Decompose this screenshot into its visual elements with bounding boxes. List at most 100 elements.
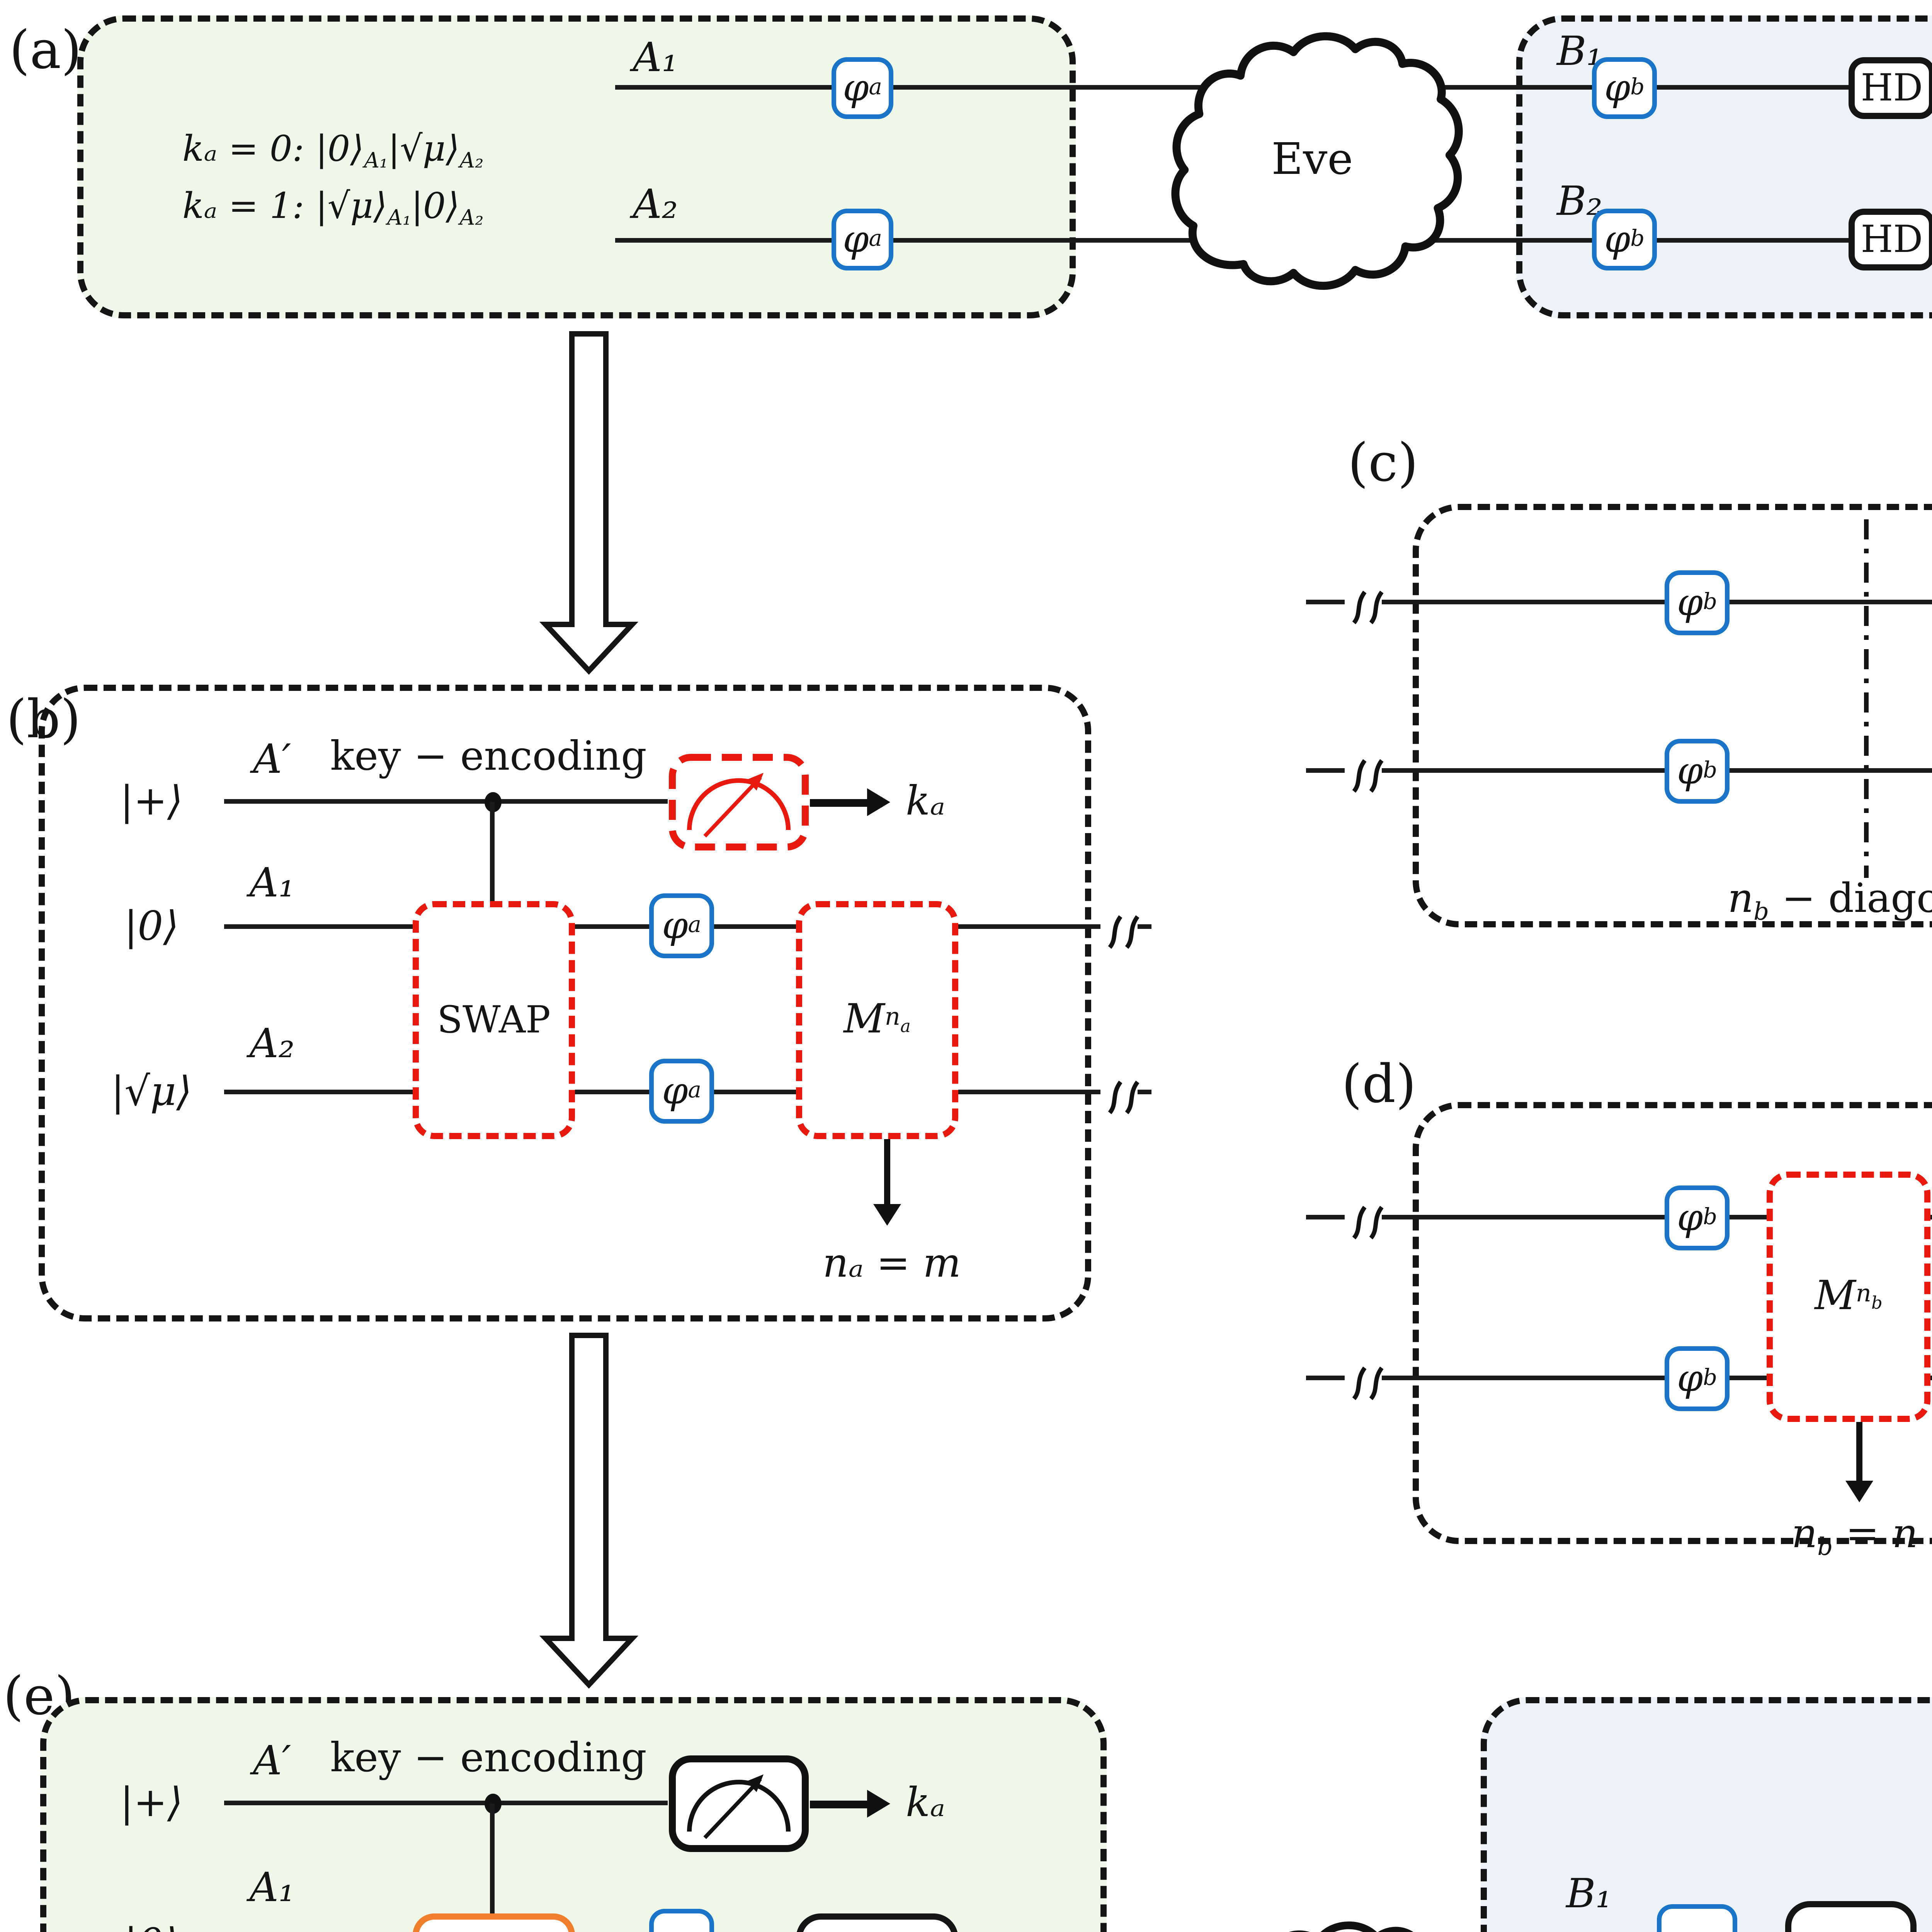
wire-break-icon bbox=[1345, 590, 1384, 624]
eve-cloud-icon bbox=[1289, 1921, 1413, 1932]
phi-sub: b bbox=[1703, 1206, 1718, 1230]
label-a-prime: A′ bbox=[253, 1739, 291, 1785]
phi-base: φ bbox=[1677, 1357, 1703, 1400]
wire-d-gap2 bbox=[1930, 1376, 1932, 1380]
rule1-lhs: kₐ = 0: |0⟩ bbox=[182, 130, 364, 170]
block-arrow-b-to-e-icon bbox=[539, 1333, 639, 1689]
m-sub-n: n bbox=[1855, 1280, 1871, 1308]
hd-label: HD bbox=[1861, 218, 1923, 261]
wire-break-icon bbox=[1345, 1206, 1384, 1240]
m-base: M bbox=[844, 997, 885, 1043]
phi-sub: a bbox=[688, 1929, 701, 1932]
phi-sub: a bbox=[869, 227, 882, 252]
wire-c-2 bbox=[1306, 768, 1932, 773]
label-a2: A₂ bbox=[249, 1022, 295, 1068]
phi-base: φ bbox=[1677, 1921, 1703, 1932]
label-a1: A₁ bbox=[249, 1866, 295, 1912]
ket-plus: |+⟩ bbox=[120, 1781, 183, 1827]
panel-a-label: (a) bbox=[9, 20, 82, 82]
label-nb-n: nb = n bbox=[1791, 1512, 1918, 1561]
phi-sub: a bbox=[688, 913, 701, 938]
phi-base: φ bbox=[662, 1070, 688, 1113]
n-sub: b bbox=[1817, 1533, 1833, 1561]
swap-box-virtual: SWAP bbox=[413, 901, 575, 1139]
wire-d-1 bbox=[1306, 1215, 1767, 1219]
ket-zero: |0⟩ bbox=[124, 904, 179, 951]
rule1-sub2: A₂ bbox=[459, 149, 484, 174]
label-na-m: nₐ = m bbox=[823, 1241, 961, 1287]
panel-c-box bbox=[1413, 504, 1932, 927]
label-b1: B₁ bbox=[1566, 1872, 1612, 1918]
phi-sub: a bbox=[688, 1079, 701, 1104]
hd-detector-1: HD bbox=[1849, 57, 1932, 119]
wire-break-icon bbox=[1345, 1366, 1384, 1400]
phi-base: φ bbox=[1677, 750, 1703, 793]
phi-base: φ bbox=[843, 218, 869, 261]
m-subsub: a bbox=[900, 1017, 911, 1037]
eve-cloud-icon bbox=[1171, 32, 1463, 290]
phi-sub: b bbox=[1703, 1366, 1718, 1391]
phi-base: φ bbox=[843, 66, 869, 110]
encoding-rule-2: kₐ = 1: |√μ⟩A₁|0⟩A₂ bbox=[182, 187, 483, 231]
n-rest: − diagonal bbox=[1782, 876, 1932, 923]
m-nb-box: Mnb bbox=[1785, 1901, 1917, 1932]
phi-sub: b bbox=[1703, 759, 1718, 784]
measurement-meter-icon-red bbox=[669, 754, 809, 850]
block-arrow-a-to-b-icon bbox=[539, 331, 639, 675]
panel-d-box bbox=[1413, 1102, 1932, 1544]
measurement-meter-icon bbox=[669, 1755, 809, 1852]
swap-box: SWAP bbox=[413, 1913, 575, 1932]
panel-e-alice-box bbox=[40, 1697, 1107, 1932]
m-subsub: b bbox=[1871, 1293, 1883, 1314]
m-na-box: Mna bbox=[796, 1913, 958, 1932]
label-a1: A₁ bbox=[633, 36, 678, 82]
output-arrow-ka bbox=[810, 788, 890, 816]
hd-label: HD bbox=[1861, 66, 1923, 110]
control-line bbox=[490, 802, 495, 901]
phi-sub: b bbox=[1703, 1930, 1717, 1932]
rule2-lhs: kₐ = 1: |√μ⟩ bbox=[182, 187, 387, 227]
encoding-rule-1: kₐ = 0: |0⟩A₁|√μ⟩A₂ bbox=[182, 130, 483, 174]
label-a1: A₁ bbox=[249, 861, 295, 907]
wire-c-1 bbox=[1306, 600, 1932, 604]
m-sub: na bbox=[885, 1003, 911, 1037]
panel-d-label: (d) bbox=[1342, 1054, 1417, 1116]
rule2-mid: |0⟩ bbox=[411, 187, 460, 227]
phi-base: φ bbox=[662, 1920, 688, 1932]
rule1-mid: |√μ⟩ bbox=[388, 130, 460, 170]
ket-mu: |√μ⟩ bbox=[111, 1070, 192, 1116]
phi-base: φ bbox=[1604, 66, 1631, 110]
ket-plus: |+⟩ bbox=[120, 779, 183, 825]
phi-sub: b bbox=[1630, 76, 1645, 100]
m-base: M bbox=[1815, 1274, 1856, 1320]
control-line bbox=[490, 1804, 495, 1913]
n-sub: b bbox=[1753, 898, 1769, 926]
wire-b1 bbox=[1657, 85, 1849, 90]
phi-base: φ bbox=[1604, 218, 1631, 261]
n-rest: = n bbox=[1833, 1512, 1918, 1558]
nb-outcome-arrow bbox=[1845, 1422, 1873, 1502]
wire-b-aprime bbox=[224, 799, 668, 804]
panel-c-label: (c) bbox=[1348, 433, 1418, 495]
ket-zero: |0⟩ bbox=[124, 1921, 179, 1932]
label-key-encoding: key − encoding bbox=[330, 734, 647, 781]
wire-d-2 bbox=[1306, 1376, 1767, 1380]
wire-break-icon bbox=[1100, 915, 1139, 949]
phi-sub: a bbox=[869, 76, 882, 100]
rule1-sub1: A₁ bbox=[364, 149, 388, 174]
hd-detector-2: HD bbox=[1849, 209, 1932, 270]
swap-label: SWAP bbox=[437, 998, 551, 1042]
phi-base: φ bbox=[1677, 581, 1703, 624]
